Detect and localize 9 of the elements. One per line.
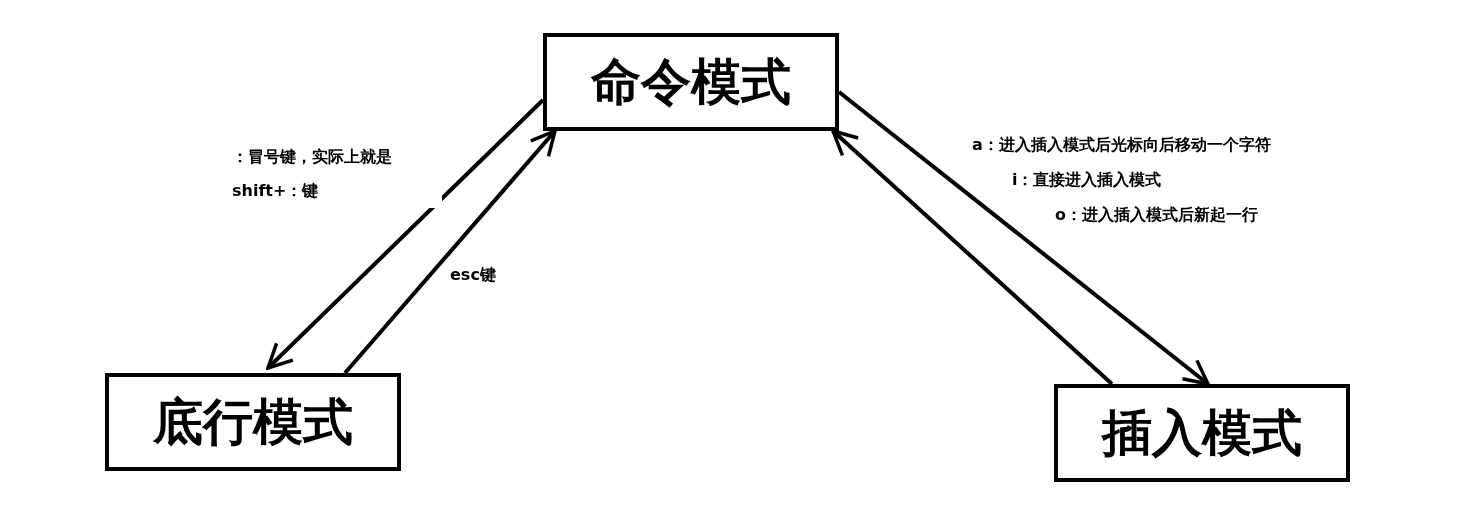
arrow xyxy=(831,129,1114,386)
note-text: o：进入插入模式后新起一行 xyxy=(1055,204,1258,226)
arrow xyxy=(266,98,545,370)
note-text: a：进入插入模式后光标向后移动一个字符 xyxy=(972,134,1271,156)
mode-box: 底行模式 xyxy=(105,373,401,471)
mode-box: 命令模式 xyxy=(543,33,839,131)
note-text: i：直接进入插入模式 xyxy=(1012,169,1162,191)
arrow xyxy=(343,129,557,375)
mode-box: 插入模式 xyxy=(1054,384,1350,482)
